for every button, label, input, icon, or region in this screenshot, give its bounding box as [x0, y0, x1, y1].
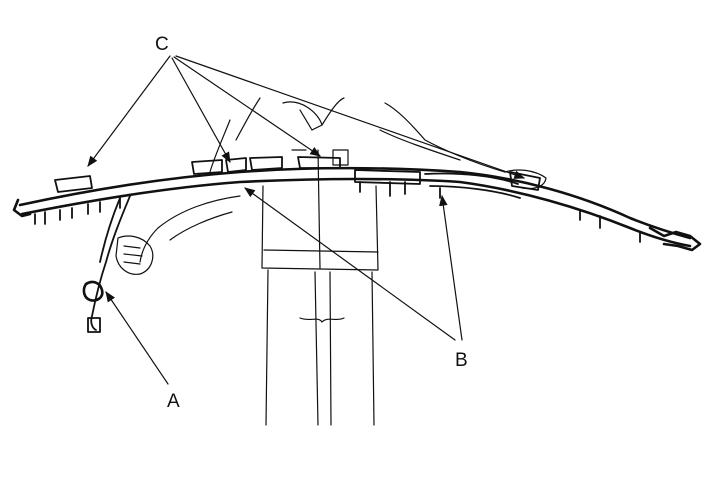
leader-c-3 [173, 56, 321, 157]
lower-tabs-left [34, 197, 121, 225]
curtain-airbag-assembly [12, 156, 702, 333]
inflator-cable [90, 195, 131, 331]
leader-c-2 [171, 57, 231, 163]
leader-c-1 [87, 55, 171, 167]
leader-b-1 [244, 187, 456, 341]
leader-b-2 [439, 194, 463, 341]
belt-tie [299, 317, 345, 323]
leader-c-4 [175, 55, 526, 179]
connector-plug [87, 317, 101, 333]
clip-4 [249, 156, 283, 171]
clip-5 [297, 156, 341, 169]
clip-6 [509, 171, 541, 191]
pocket [332, 149, 349, 166]
left-hand [115, 235, 154, 275]
connector-a [82, 280, 104, 302]
clip-3 [225, 157, 247, 173]
lower-tabs-right [359, 181, 641, 243]
leader-a [105, 291, 169, 385]
callout-c: C [155, 34, 169, 55]
clip-2 [191, 159, 223, 175]
clip-1 [54, 175, 93, 193]
right-hand [504, 169, 547, 190]
inflator-sleeve [354, 169, 421, 185]
airbag-top-edge [18, 166, 692, 240]
airbag-left-end [12, 198, 32, 218]
airbag-right-end [648, 226, 702, 252]
right-arm [384, 102, 506, 173]
callout-leaders [87, 55, 526, 385]
technician-figure [115, 97, 547, 426]
left-arm [139, 195, 241, 263]
jacket-body [261, 185, 379, 271]
callout-b: B [455, 350, 468, 371]
airbag-bottom-edge [20, 177, 692, 248]
callout-a: A [167, 391, 180, 412]
